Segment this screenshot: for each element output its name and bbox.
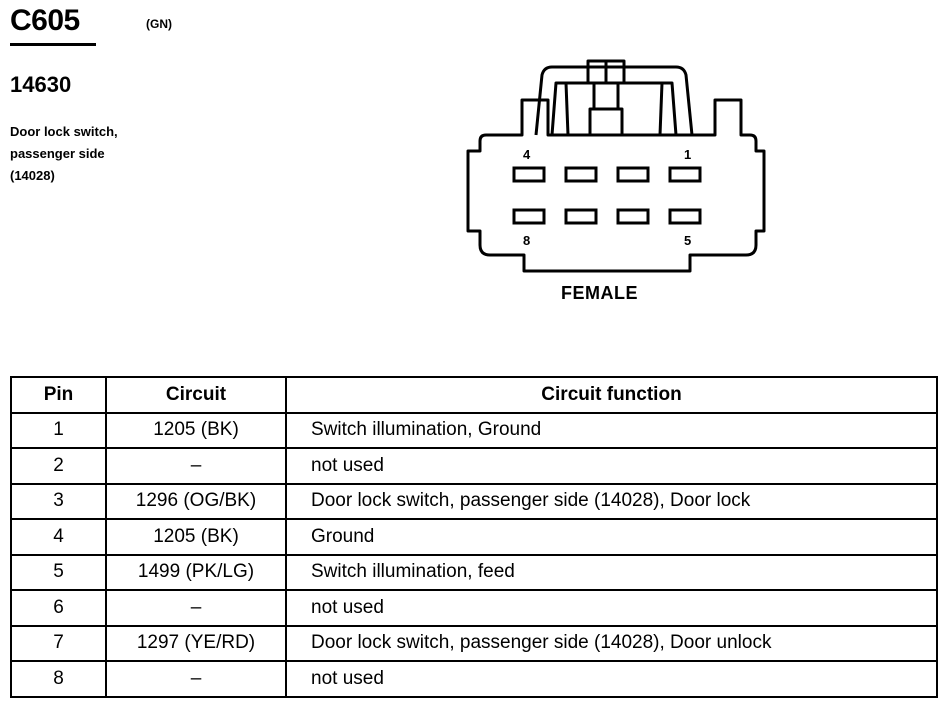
- cell-function: Door lock switch, passenger side (14028)…: [285, 482, 938, 520]
- component-description-line: passenger side: [10, 146, 105, 161]
- pin-circuit-table: Pin Circuit Circuit function 1 1205 (BK)…: [10, 376, 938, 698]
- connector-housing: [466, 98, 766, 273]
- table-row: 3 1296 (OG/BK) Door lock switch, passeng…: [10, 482, 938, 520]
- pin-label-1: 1: [684, 147, 691, 162]
- header-circuit: Circuit: [105, 376, 287, 414]
- table-row: 6 – not used: [10, 589, 938, 627]
- pin-cavity: [668, 208, 702, 225]
- cell-function: Switch illumination, feed: [285, 553, 938, 591]
- cell-pin: 4: [10, 518, 107, 556]
- component-description-line: (14028): [10, 168, 55, 183]
- cell-function: Ground: [285, 518, 938, 556]
- cell-function: Switch illumination, Ground: [285, 411, 938, 449]
- cell-function: not used: [285, 589, 938, 627]
- pin-cavity: [564, 208, 598, 225]
- connector-gender-label: FEMALE: [561, 283, 638, 303]
- connector-face-diagram: 4 1 8 5: [466, 59, 766, 273]
- pin-label-4: 4: [523, 147, 531, 162]
- connector-latch: [534, 65, 694, 136]
- component-description-line: Door lock switch,: [10, 124, 118, 139]
- table-row: 8 – not used: [10, 660, 938, 698]
- connector-color-code: (GN): [146, 17, 172, 31]
- cell-circuit: –: [105, 589, 287, 627]
- cell-circuit: –: [105, 660, 287, 698]
- table-row: 2 – not used: [10, 447, 938, 485]
- cell-pin: 5: [10, 553, 107, 591]
- cell-circuit: –: [105, 447, 287, 485]
- cell-pin: 6: [10, 589, 107, 627]
- table-row: 5 1499 (PK/LG) Switch illumination, feed: [10, 553, 938, 591]
- pin-label-8: 8: [523, 233, 530, 248]
- pin-cavity: [512, 166, 546, 183]
- header-circuit-function: Circuit function: [285, 376, 938, 414]
- table-row: 1 1205 (BK) Switch illumination, Ground: [10, 411, 938, 449]
- cell-circuit: 1499 (PK/LG): [105, 553, 287, 591]
- pin-cavity: [512, 208, 546, 225]
- cell-function: Door lock switch, passenger side (14028)…: [285, 624, 938, 662]
- cell-function: not used: [285, 447, 938, 485]
- connector-id-underline: [10, 43, 96, 46]
- pin-cavity: [564, 166, 598, 183]
- pin-cavity: [616, 208, 650, 225]
- table-row: 7 1297 (YE/RD) Door lock switch, passeng…: [10, 624, 938, 662]
- table-row: 4 1205 (BK) Ground: [10, 518, 938, 556]
- cell-circuit: 1205 (BK): [105, 411, 287, 449]
- table-header-row: Pin Circuit Circuit function: [10, 376, 938, 414]
- pin-cavity: [668, 166, 702, 183]
- component-description: Door lock switch, passenger side (14028): [10, 121, 118, 187]
- cell-circuit: 1296 (OG/BK): [105, 482, 287, 520]
- cell-pin: 7: [10, 624, 107, 662]
- cell-pin: 2: [10, 447, 107, 485]
- cell-pin: 1: [10, 411, 107, 449]
- cell-pin: 3: [10, 482, 107, 520]
- connector-id: C605: [10, 4, 80, 37]
- header-pin: Pin: [10, 376, 107, 414]
- cell-pin: 8: [10, 660, 107, 698]
- pin-cavity: [616, 166, 650, 183]
- pin-label-5: 5: [684, 233, 691, 248]
- cell-function: not used: [285, 660, 938, 698]
- part-number: 14630: [10, 72, 72, 97]
- cell-circuit: 1297 (YE/RD): [105, 624, 287, 662]
- cell-circuit: 1205 (BK): [105, 518, 287, 556]
